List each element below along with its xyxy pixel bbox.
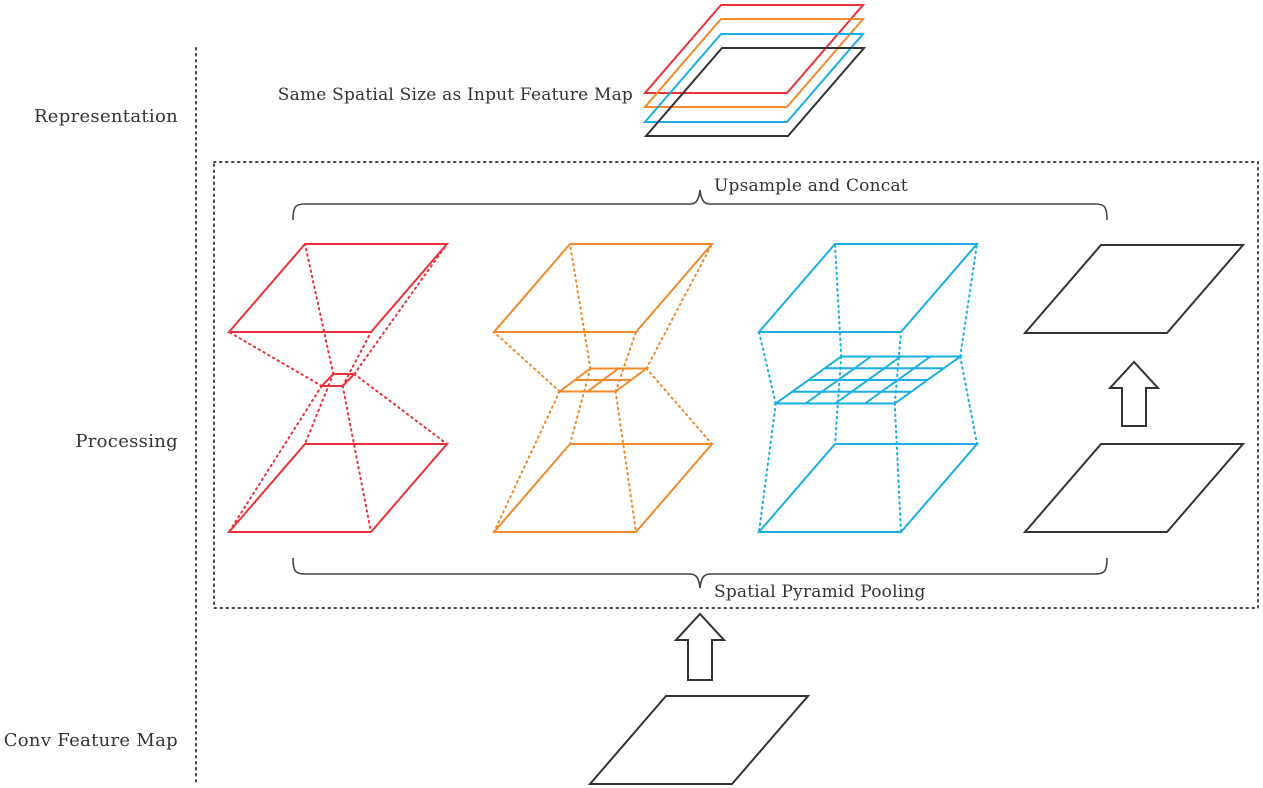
pooling-connector-top	[645, 243, 713, 370]
same-size-annotation: Same Spatial Size as Input Feature Map	[278, 85, 633, 105]
identity-bottom-map	[1022, 443, 1246, 533]
pooled-output-map	[226, 243, 450, 333]
stack-map-dark	[643, 47, 867, 137]
stack-map-red	[642, 4, 866, 94]
pooling-grid-outline	[556, 367, 650, 393]
identity-branch	[1022, 244, 1246, 533]
pooled-output-map	[491, 243, 715, 333]
stack-map-blue	[642, 33, 866, 123]
pooling-grid-outline	[772, 355, 964, 405]
processing-box	[213, 161, 1259, 609]
identity-top-map	[1022, 244, 1246, 334]
row-label-representation: Representation	[34, 106, 178, 127]
pooling-connector-top	[493, 331, 561, 393]
pooling-branch-4x4	[756, 243, 980, 533]
pooling-connector-bottom	[959, 355, 978, 445]
stack-map-orange	[642, 18, 866, 108]
pooling-connector-bottom	[614, 390, 637, 533]
pooling-connector-top	[758, 331, 777, 405]
pooling-brace	[292, 557, 1108, 589]
upsample-annotation: Upsample and Concat	[714, 176, 908, 196]
pooling-connector-top	[353, 243, 448, 375]
pooling-branch-1x1	[226, 243, 450, 533]
pooling-input-map	[226, 443, 450, 533]
pooling-grid-outline	[319, 373, 357, 387]
representation-stack	[642, 4, 867, 137]
pooling-grid-col-line	[587, 367, 619, 393]
pooling-input-map	[491, 443, 715, 533]
pooled-output-map	[756, 243, 980, 333]
pooling-annotation: Spatial Pyramid Pooling	[714, 582, 926, 602]
pooling-grid-col-line	[864, 355, 932, 405]
pooling-connector-top	[834, 243, 843, 358]
pooling-connector-bottom	[353, 373, 448, 445]
pooling-connector-top	[569, 243, 592, 370]
pooling-connector-bottom	[341, 385, 372, 533]
pooling-connector-bottom	[493, 390, 561, 533]
pooling-connector-bottom	[645, 367, 713, 445]
row-label-processing: Processing	[75, 431, 178, 452]
pooling-connector-bottom	[304, 373, 335, 445]
input-up-arrow	[673, 612, 727, 681]
pooling-connector-top	[959, 243, 978, 358]
pooling-input-map	[756, 443, 980, 533]
pooling-connector-bottom	[758, 402, 777, 533]
pooling-grid-col-line	[834, 355, 902, 405]
pooling-branch-2x2	[491, 243, 715, 533]
pooling-connector-top	[341, 331, 372, 387]
pooling-connector-bottom	[228, 385, 323, 533]
pooling-connector-top	[304, 243, 335, 375]
identity-up-arrow	[1107, 360, 1161, 427]
pooling-connector-top	[614, 331, 637, 393]
pooling-connector-bottom	[893, 402, 902, 533]
upsample-brace	[292, 189, 1108, 221]
pooling-connector-bottom	[569, 367, 592, 445]
conv-feature-map	[587, 695, 811, 785]
row-label-conv-feature-map: Conv Feature Map	[4, 730, 178, 751]
pooling-connector-top	[228, 331, 323, 387]
